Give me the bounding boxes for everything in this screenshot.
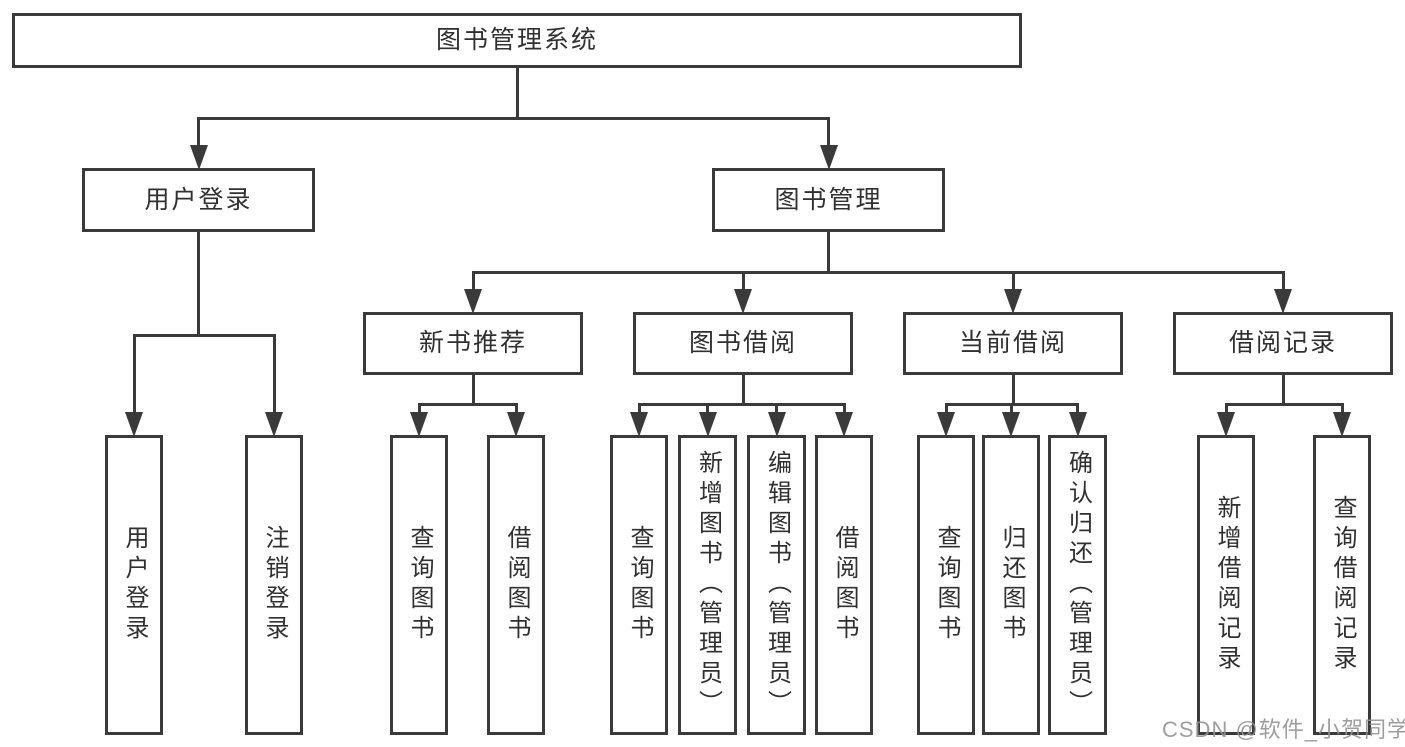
node-label-leaf-borrow-book-2: 借阅图书 (831, 525, 858, 645)
arrowhead-down-icon (937, 412, 955, 437)
arrowhead-down-icon (835, 412, 853, 437)
edge-drop-leaf-query-book-2 (637, 403, 641, 412)
edge-stub-new-book-rec (471, 375, 475, 406)
arrowhead-down-icon (1002, 412, 1020, 437)
edge-drop-leaf-borrow-book-2 (842, 403, 846, 412)
arrowhead-down-icon (734, 289, 752, 314)
edge-drop-leaf-query-record (1340, 403, 1344, 412)
csdn-watermark: CSDN @软件_小贺同学 (1162, 717, 1405, 742)
arrowhead-down-icon (265, 412, 283, 437)
node-leaf-query-book-3: 查询图书 (917, 435, 975, 735)
node-label-root: 图书管理系统 (435, 26, 598, 54)
arrowhead-down-icon (507, 412, 525, 437)
edge-branch-book-borrow (637, 403, 846, 406)
node-leaf-add-record: 新增借阅记录 (1197, 435, 1255, 735)
edge-stub-book-borrow (741, 375, 745, 406)
edge-drop-book-borrow (741, 271, 745, 289)
node-label-book-mgmt: 图书管理 (774, 185, 883, 214)
node-leaf-borrow-book-2: 借阅图书 (815, 435, 873, 735)
arrowhead-down-icon (1274, 289, 1292, 314)
edge-drop-leaf-user-login (132, 334, 136, 412)
arrowhead-down-icon (1068, 412, 1087, 437)
arrowhead-down-icon (1333, 412, 1351, 437)
arrowhead-down-icon (464, 289, 482, 314)
node-leaf-add-book: 新增图书（管理员） (678, 435, 737, 735)
node-label-leaf-logout: 注销登录 (261, 525, 288, 645)
edge-drop-leaf-add-record (1224, 403, 1228, 412)
edge-stub-borrow-records (1281, 375, 1285, 406)
edge-drop-leaf-add-book (706, 403, 709, 412)
edge-stub-root (515, 68, 519, 120)
node-current-borrow: 当前借阅 (903, 312, 1123, 375)
edge-drop-leaf-query-book-3 (944, 403, 948, 412)
edge-drop-leaf-borrow-book-1 (514, 403, 518, 412)
node-label-leaf-return-book: 归还图书 (998, 525, 1025, 645)
node-new-book-rec: 新书推荐 (363, 312, 583, 375)
node-leaf-user-login: 用户登录 (105, 435, 163, 735)
node-label-leaf-query-book-1: 查询图书 (406, 525, 433, 645)
edge-branch-borrow-records (1224, 403, 1344, 406)
edge-drop-leaf-query-book-1 (417, 403, 421, 412)
node-leaf-query-book-2: 查询图书 (610, 435, 668, 735)
node-label-leaf-user-login: 用户登录 (121, 525, 148, 645)
node-leaf-query-record: 查询借阅记录 (1313, 435, 1371, 735)
edge-drop-leaf-confirm-return (1076, 403, 1079, 412)
node-label-new-book-rec: 新书推荐 (418, 329, 527, 357)
edge-drop-borrow-records (1281, 271, 1285, 289)
edge-branch-user-login (132, 334, 276, 337)
node-leaf-borrow-book-1: 借阅图书 (487, 435, 545, 735)
arrowhead-down-icon (630, 412, 648, 437)
node-label-current-borrow: 当前借阅 (958, 329, 1067, 357)
node-label-leaf-borrow-book-1: 借阅图书 (503, 525, 530, 645)
node-book-mgmt: 图书管理 (712, 168, 945, 232)
node-label-leaf-add-record: 新增借阅记录 (1213, 495, 1240, 675)
node-label-borrow-records: 借阅记录 (1228, 329, 1337, 357)
arrowhead-down-icon (767, 412, 786, 437)
node-book-borrow: 图书借阅 (633, 312, 853, 375)
node-label-leaf-edit-book: 编辑图书（管理员） (763, 450, 791, 720)
edge-drop-user-login (197, 117, 200, 145)
node-borrow-records: 借阅记录 (1173, 312, 1393, 375)
arrowhead-down-icon (819, 145, 838, 170)
arrowhead-down-icon (125, 412, 143, 437)
edge-drop-leaf-return-book (1009, 403, 1013, 412)
edge-stub-current-borrow (1011, 375, 1015, 406)
node-user-login: 用户登录 (82, 168, 315, 232)
node-leaf-logout: 注销登录 (245, 435, 303, 735)
edge-branch-root (197, 117, 830, 120)
arrowhead-down-icon (1004, 289, 1022, 314)
edge-stub-user-login (197, 232, 200, 337)
node-leaf-return-book: 归还图书 (982, 435, 1040, 735)
edge-drop-leaf-edit-book (775, 403, 778, 412)
edge-drop-new-book-rec (471, 271, 475, 289)
node-leaf-query-book-1: 查询图书 (390, 435, 448, 735)
arrowhead-down-icon (698, 412, 717, 437)
edge-branch-book-mgmt (471, 271, 1285, 274)
node-leaf-confirm-return: 确认归还（管理员） (1048, 435, 1107, 735)
edge-branch-new-book-rec (417, 403, 518, 406)
edge-stub-book-mgmt (827, 232, 830, 274)
edge-drop-leaf-logout (272, 334, 276, 412)
arrowhead-down-icon (1217, 412, 1235, 437)
node-label-user-login: 用户登录 (144, 185, 253, 214)
node-root: 图书管理系统 (12, 13, 1022, 68)
node-label-leaf-query-book-3: 查询图书 (933, 525, 960, 645)
node-label-leaf-query-record: 查询借阅记录 (1329, 495, 1356, 675)
node-label-leaf-query-book-2: 查询图书 (626, 525, 653, 645)
node-label-book-borrow: 图书借阅 (688, 329, 797, 357)
edge-drop-book-mgmt (827, 117, 830, 145)
arrowhead-down-icon (410, 412, 428, 437)
node-label-leaf-confirm-return: 确认归还（管理员） (1064, 450, 1092, 720)
edge-drop-current-borrow (1011, 271, 1015, 289)
node-leaf-edit-book: 编辑图书（管理员） (747, 435, 806, 735)
arrowhead-down-icon (189, 145, 208, 170)
node-label-leaf-add-book: 新增图书（管理员） (694, 450, 722, 720)
